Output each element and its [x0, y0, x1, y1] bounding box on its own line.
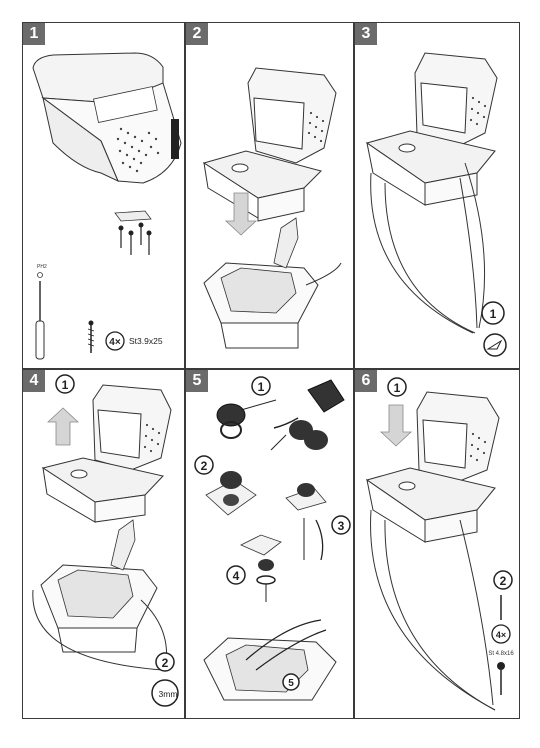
step-number: 3	[355, 23, 377, 45]
step-number: 4	[23, 370, 45, 392]
usb-socket-wiring-illustration: 1 2 3 4	[194, 376, 351, 701]
callout-1: 1	[62, 378, 69, 392]
callout-5: 5	[288, 678, 294, 689]
step-1-panel: 1 PH2	[22, 22, 185, 369]
step-2-panel: 2	[185, 22, 354, 369]
armrest-placement-illustration	[202, 67, 342, 349]
screw-count: 4×	[109, 337, 121, 348]
drill-size: 3mm	[159, 689, 178, 699]
callout-2: 2	[500, 574, 507, 588]
callout-3: 3	[338, 519, 345, 533]
step-number: 6	[355, 370, 377, 392]
step-number: 2	[186, 23, 208, 45]
drill-bit-icon	[151, 679, 179, 707]
screw-count: 4×	[496, 630, 506, 640]
step-5-panel: 5 1 2 3	[185, 369, 354, 719]
callout-1: 1	[490, 307, 497, 321]
armrest-final-install-illustration: 1 2 4× St 4.8x16	[365, 377, 514, 711]
armrest-underside-illustration: PH2 4× St3.9x25	[32, 52, 182, 360]
armrest-fitting-illustration: 1	[365, 52, 507, 357]
step-3-panel: 3 1	[354, 22, 520, 369]
step-4-panel: 4 1 2 3mm	[22, 369, 185, 719]
callout-1: 1	[258, 380, 265, 394]
callout-2: 2	[201, 459, 208, 473]
step-6-panel: 6 1 2 4× St 4.8x16	[354, 369, 520, 719]
screw-spec: St 4.8x16	[488, 651, 514, 657]
screw-spec: St3.9x25	[129, 336, 163, 346]
armrest-removal-illustration: 1 2 3mm	[32, 374, 179, 707]
screw-icon	[497, 662, 505, 670]
callout-1: 1	[394, 381, 401, 395]
step-number: 1	[23, 23, 45, 45]
callout-4: 4	[233, 569, 240, 583]
callout-2: 2	[162, 656, 169, 670]
screwdriver-label: PH2	[37, 264, 47, 270]
step-number: 5	[186, 370, 208, 392]
